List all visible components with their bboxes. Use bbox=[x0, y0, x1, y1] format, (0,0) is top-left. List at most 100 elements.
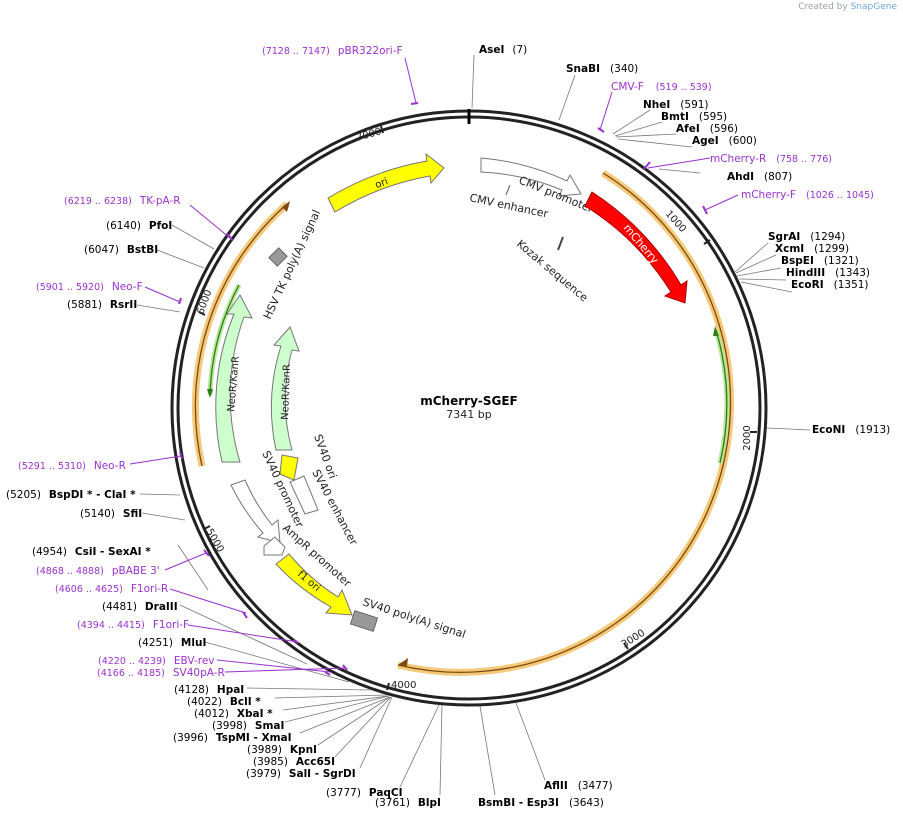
svg-text:(4012)XbaI *: (4012) XbaI * bbox=[194, 708, 273, 720]
primer-f1ori-r-range: (4606 .. 4625) bbox=[55, 584, 123, 595]
svg-text:AgeI(600): AgeI(600) bbox=[692, 135, 757, 147]
svg-text:EcoNI(1913): EcoNI (1913) bbox=[812, 424, 890, 436]
orf-green-left-line bbox=[209, 284, 240, 396]
svg-text:SgrAI(1294): SgrAI(1294) bbox=[768, 231, 845, 243]
site-bmti-pos: (595) bbox=[699, 111, 727, 123]
site-econi: EcoNI bbox=[812, 424, 845, 436]
feature-neor-inner[interactable] bbox=[270, 326, 300, 451]
primer-cmv-f-range: (519 .. 539) bbox=[656, 82, 712, 93]
svg-text:BspEI(1321): BspEI(1321) bbox=[781, 255, 859, 267]
site-econi-pos: (1913) bbox=[855, 424, 890, 436]
svg-text:EcoRI(1351): EcoRI(1351) bbox=[791, 279, 869, 291]
orf-green-right-line bbox=[715, 329, 728, 464]
primer-f1ori-f-range: (4394 .. 4415) bbox=[77, 620, 145, 631]
site-sfii-pos: (5140) bbox=[80, 508, 115, 520]
site-smai-pos: (3998) bbox=[212, 720, 247, 732]
site-hpai-pos: (4128) bbox=[174, 684, 209, 696]
feature-cmv-promoter-enhancer[interactable] bbox=[480, 157, 582, 197]
svg-text:(3979)SalI - SgrDI: (3979)SalI - SgrDI bbox=[246, 768, 356, 780]
feature-f1-ori[interactable] bbox=[275, 553, 353, 616]
primer-pbr322ori-f: pBR322ori-F bbox=[338, 45, 403, 57]
svg-text:(4128)HpaI: (4128)HpaI bbox=[174, 684, 244, 696]
svg-text:(6140)PfoI: (6140)PfoI bbox=[106, 220, 172, 232]
site-hindiii: HindIII bbox=[786, 267, 825, 279]
site-clai-pos: (5205) bbox=[6, 489, 41, 501]
site-bmti: BmtI bbox=[661, 111, 689, 123]
site-afei: AfeI bbox=[676, 123, 700, 135]
site-xbai-pos: (4012) bbox=[194, 708, 229, 720]
label-neor-outer: NeoR/KanR bbox=[226, 356, 242, 413]
svg-text:AfeI(596): AfeI(596) bbox=[676, 123, 738, 135]
site-paqci-pos: (3777) bbox=[326, 787, 361, 799]
primer-cmv-f: CMV-F bbox=[611, 81, 644, 93]
primer-f1ori-r: F1ori-R bbox=[131, 583, 168, 595]
site-bspei-pos: (1321) bbox=[824, 255, 859, 267]
site-agei-pos: (600) bbox=[729, 135, 757, 147]
primer-pbr322ori-f-range: (7128 .. 7147) bbox=[262, 46, 330, 57]
svg-text:(5291 .. 5310)Neo-R: (5291 .. 5310)Neo-R bbox=[18, 460, 126, 472]
tick-2000: 2000 bbox=[742, 425, 753, 450]
orf-green-left-arrow bbox=[207, 389, 213, 398]
primer-tk-pa-r-range: (6219 .. 6238) bbox=[64, 196, 132, 207]
primer-tk-pa-r: TK-pA-R bbox=[139, 195, 181, 207]
svg-text:(4251)MluI: (4251)MluI bbox=[138, 637, 206, 649]
primer-leaders bbox=[129, 57, 739, 673]
svg-text:(4481)DraIII: (4481)DraIII bbox=[102, 601, 178, 613]
site-sgrai: SgrAI bbox=[768, 231, 800, 243]
site-blpi-pos: (3761) bbox=[375, 797, 410, 809]
primer-pbabe3: pBABE 3' bbox=[112, 565, 160, 577]
primer-mcherry-f: mCherry-F bbox=[741, 189, 796, 201]
svg-text:BmtI(595): BmtI (595) bbox=[661, 111, 727, 123]
svg-text:(4022)BclI *: (4022)BclI * bbox=[187, 696, 261, 708]
feature-neor-outer[interactable] bbox=[215, 294, 253, 463]
primer-sv40pa-r-range: (4166 .. 4185) bbox=[97, 668, 165, 679]
feature-sv40-enhancer[interactable] bbox=[289, 475, 319, 515]
orf-green-right-arrow bbox=[713, 326, 719, 336]
site-draiii-pos: (4481) bbox=[102, 601, 137, 613]
plasmid-name: mCherry-SGEF bbox=[420, 394, 518, 408]
svg-text:(3761)BlpI: (3761) BlpI bbox=[375, 797, 441, 809]
feature-sv40-promoter[interactable] bbox=[230, 479, 281, 544]
feature-hsv-tk-polya[interactable] bbox=[268, 247, 288, 267]
svg-text:BsmBI - Esp3I(3643): BsmBI - Esp3I(3643) bbox=[478, 797, 604, 809]
feature-sv40-polya[interactable] bbox=[349, 610, 379, 632]
svg-text:mCherry-F(1026 .. 1045): mCherry-F(1026 .. 1045) bbox=[741, 189, 874, 201]
svg-text:(3996)TspMI - XmaI: (3996)TspMI - XmaI bbox=[173, 732, 292, 744]
site-xcmi: XcmI bbox=[775, 243, 804, 255]
svg-text:HindIII(1343): HindIII (1343) bbox=[786, 267, 870, 279]
primer-pbabe3-range: (4868 .. 4888) bbox=[36, 566, 104, 577]
primer-labels: (7128 .. 7147) pBR322ori-F CMV-F (519 .. 5… bbox=[18, 45, 874, 679]
site-ecori: EcoRI bbox=[791, 279, 824, 291]
primer-neo-f: Neo-F bbox=[112, 281, 143, 293]
orf-arrowhead-main bbox=[398, 658, 408, 666]
site-csii-pos: (4954) bbox=[32, 546, 67, 558]
feature-ori[interactable] bbox=[327, 152, 445, 213]
site-leaders bbox=[136, 54, 811, 796]
site-blpi: BlpI bbox=[418, 797, 441, 809]
site-tspmi-pos: (3996) bbox=[173, 732, 208, 744]
site-asei-pos: (7) bbox=[512, 44, 527, 56]
primer-markers bbox=[178, 102, 708, 676]
svg-text:(3998)SmaI: (3998)SmaI bbox=[212, 720, 284, 732]
svg-text:(4606 .. 4625)F1ori-R: (4606 .. 4625) F1ori-R bbox=[55, 583, 168, 595]
orf-band-main bbox=[397, 170, 734, 676]
svg-text:AhdI(807): AhdI(807) bbox=[727, 171, 792, 183]
site-aflii-pos: (3477) bbox=[578, 780, 613, 792]
branding-prefix: Created by bbox=[798, 2, 848, 12]
site-mlui-pos: (4251) bbox=[138, 637, 173, 649]
site-hindiii-pos: (1343) bbox=[835, 267, 870, 279]
site-xbai: XbaI * bbox=[237, 708, 273, 720]
feature-mcherry[interactable] bbox=[584, 191, 688, 304]
site-bcli: BclI * bbox=[230, 696, 261, 708]
primer-neo-r-range: (5291 .. 5310) bbox=[18, 461, 86, 472]
feature-kozak bbox=[557, 236, 564, 251]
site-sfii: SfiI bbox=[123, 508, 142, 520]
svg-text:SnaBI(340): SnaBI(340) bbox=[566, 63, 638, 75]
site-pfoi: PfoI bbox=[149, 220, 172, 232]
svg-text:(3985)Acc65I: (3985)Acc65I bbox=[253, 756, 335, 768]
site-rsrii: RsrII bbox=[110, 299, 137, 311]
svg-text:(3989)KpnI: (3989)KpnI bbox=[247, 744, 317, 756]
tick-7000: 7000 bbox=[355, 126, 382, 144]
feature-ampr-promoter[interactable] bbox=[263, 536, 286, 556]
svg-text:(5901 .. 5920)Neo-F: (5901 .. 5920)Neo-F bbox=[36, 281, 143, 293]
